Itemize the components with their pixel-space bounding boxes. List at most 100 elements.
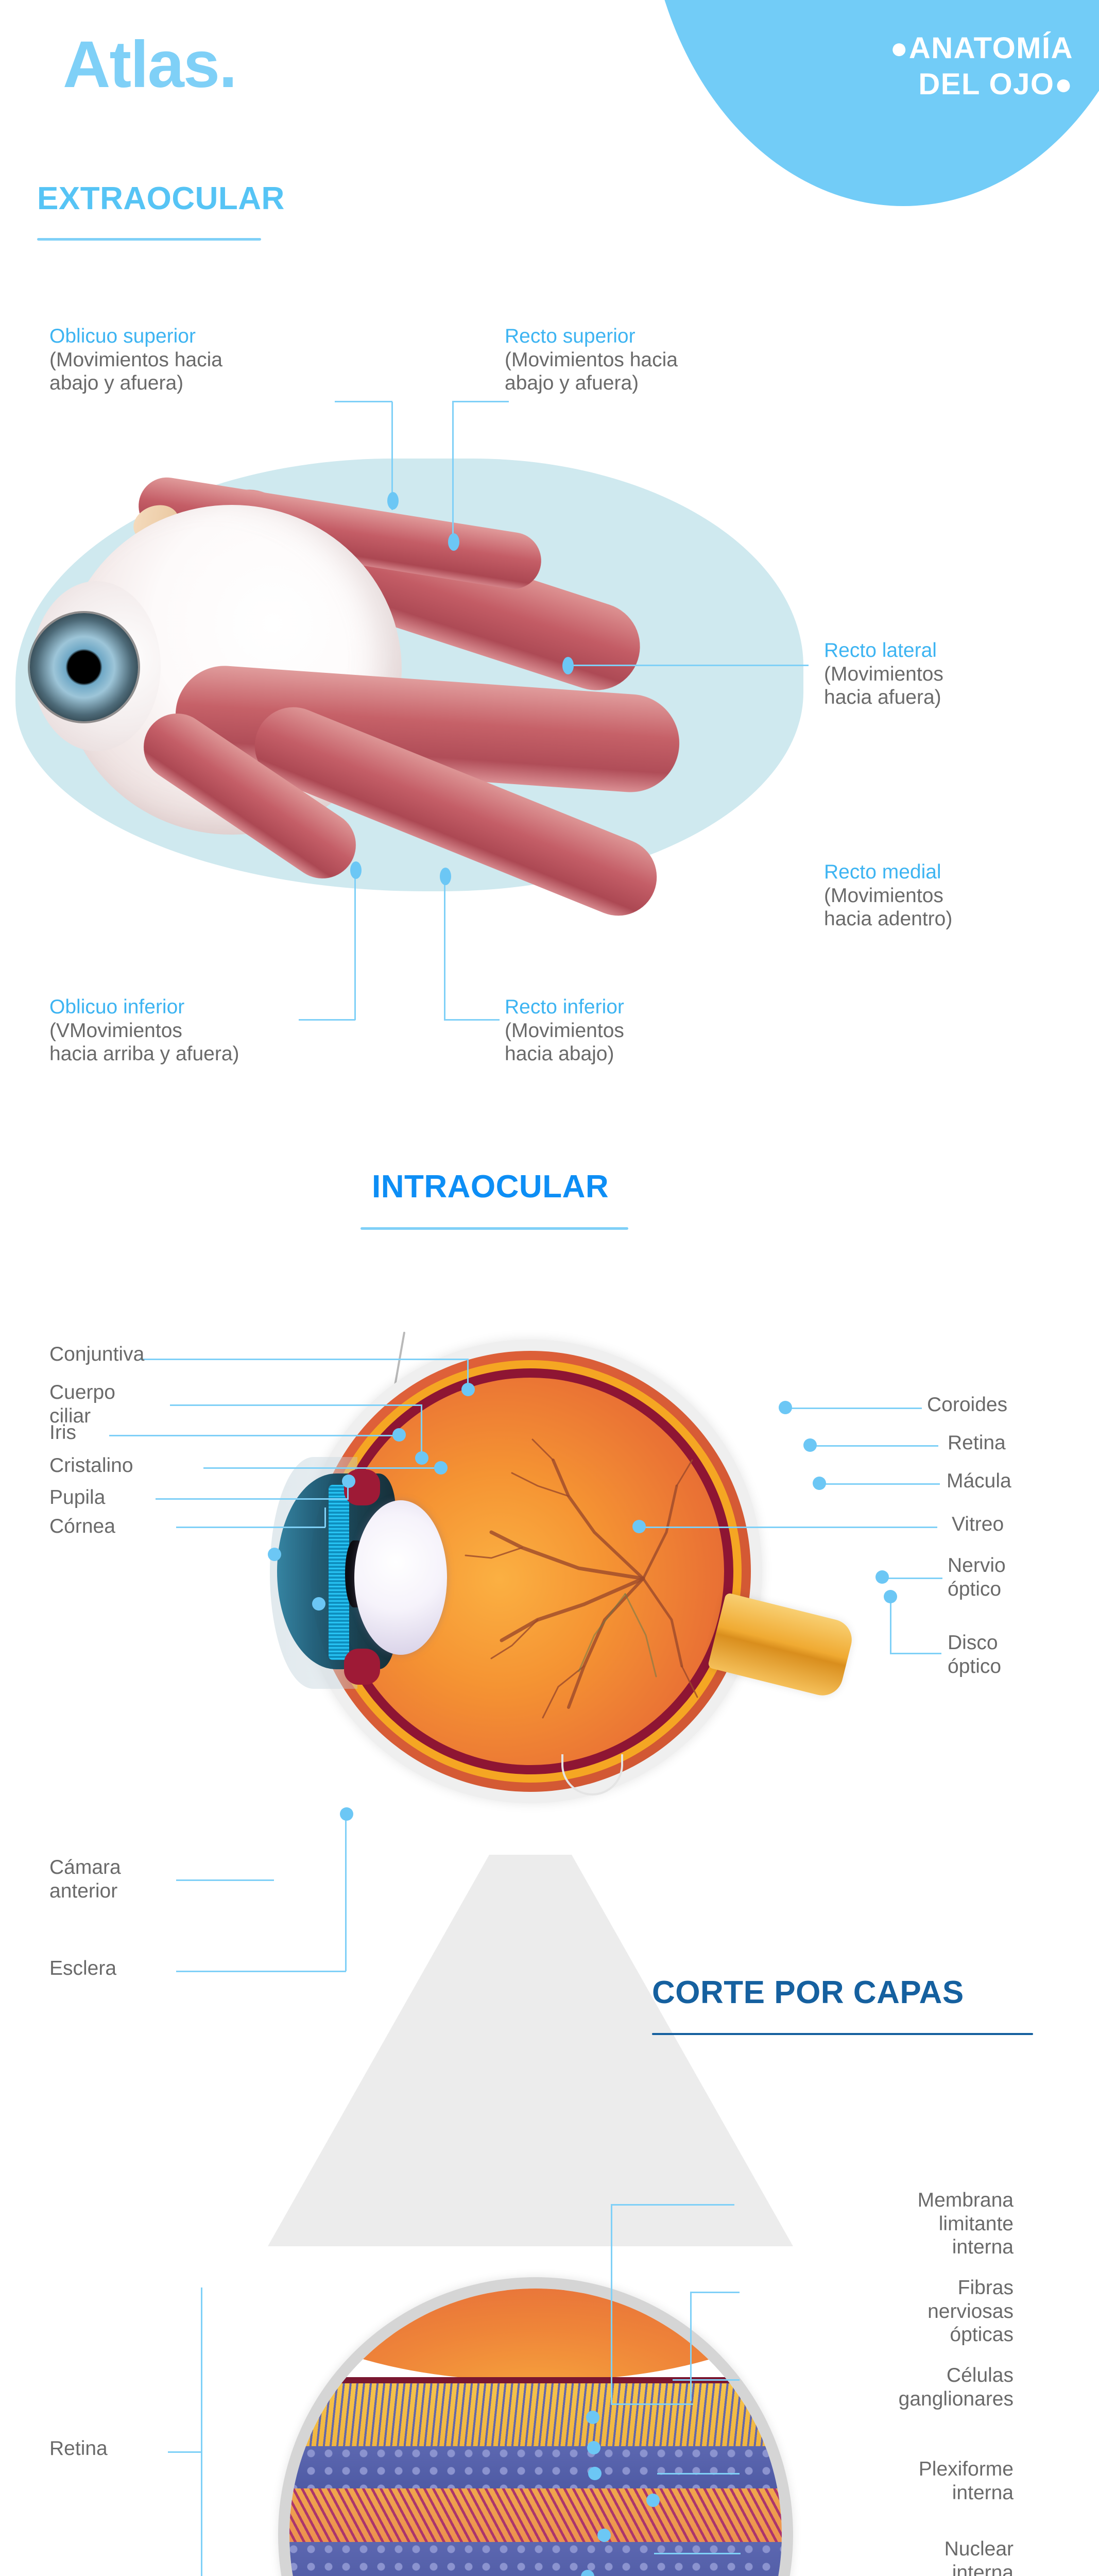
layers-clip [289,2289,782,2576]
marker-celulas-ganglionares [588,2467,602,2480]
leader-conjuntiva [139,1359,469,1360]
leader-camara-anterior [176,1879,274,1881]
leader-oblicuo-inferior-v [354,871,356,1020]
marker-nervio-optico [875,1570,889,1584]
label-nucint-l1: Nuclear [944,2538,1014,2560]
leader-cuerpo-ciliar-v [421,1404,422,1457]
label-vitreo: Vitreo [952,1513,1004,1536]
leader-vitreo [639,1527,937,1528]
label-recto-lateral-d2: hacia afuera) [824,686,941,709]
label-recto-inferior: Recto inferior (Movimientos hacia abajo) [505,995,772,1066]
marker-nuclear-interna [597,2529,611,2542]
label-retina-intra: Retina [948,1431,1006,1455]
label-celulas-l2: ganglionares [898,2387,1014,2410]
section-rule-intraocular [360,1227,628,1230]
label-recto-medial-d2: hacia adentro) [824,908,953,930]
marker-pupila [342,1475,355,1488]
marker-cornea [268,1548,281,1561]
label-cristalino: Cristalino [49,1454,133,1478]
label-recto-lateral-name: Recto lateral [824,639,937,662]
label-nucint-l2: interna [952,2561,1014,2576]
label-esclera: Esclera [49,1957,116,1980]
marker-oblicuo-superior [387,492,399,510]
leader-nervio-optico [886,1578,942,1579]
leader-mli-v [611,2204,612,2405]
label-plexiforme-interna: Plexiforme interna [746,2458,1014,2504]
ciliary-body-inferior [344,1649,380,1685]
label-oblicuo-inferior-d2: hacia arriba y afuera) [49,1043,239,1065]
leader-oblicuo-inferior-h [299,1019,355,1021]
leader-pupila [156,1498,349,1500]
leader-esclera-v [345,1819,347,1971]
label-nervio-optico: Nervio óptico [948,1554,1006,1601]
retinal-vessels [465,1438,698,1719]
layer-inner-nuclear [289,2542,782,2576]
marker-plexiforme-externa [581,2570,594,2576]
label-recto-lateral: Recto lateral (Movimientos hacia afuera) [824,639,1081,709]
label-cuerpo-ciliar-l1: Cuerpo [49,1381,115,1403]
label-recto-medial: Recto medial (Movimientos hacia adentro) [824,860,1081,931]
label-oblicuo-superior-d2: abajo y afuera) [49,372,184,395]
page-title: Atlas. [63,28,237,101]
label-coroides-intra-text: Coroides [927,1394,1008,1416]
label-coroides-intra: Coroides [927,1393,1007,1417]
leader-nuclear-interna [654,2553,741,2554]
label-fibras-l1: Fibras [957,2277,1014,2299]
label-mli-l1: Membrana [917,2189,1014,2211]
leader-mli-h2 [611,2403,693,2405]
layer-inner-plexiform [289,2488,782,2544]
label-iris: Iris [49,1421,76,1445]
marker-recto-superior [448,533,459,551]
label-esclera-text: Esclera [49,1957,117,1979]
leader-cornea-v [324,1507,326,1527]
leader-recto-inferior-v [444,876,445,1019]
label-recto-superior-d1: (Movimientos hacia [505,348,678,371]
layer-ganglion-cells [289,2446,782,2490]
leader-iris [109,1435,398,1436]
label-retina-intra-text: Retina [948,1432,1006,1454]
zoom-funnel [268,1855,793,2246]
leader-macula [819,1483,940,1485]
label-recto-superior-name: Recto superior [505,325,636,347]
leader-recto-lateral [566,665,809,666]
leader-fibras-v [690,2292,692,2401]
label-recto-superior-d2: abajo y afuera) [505,372,639,395]
label-retina-layers-text: Retina [49,2437,108,2460]
label-oblicuo-inferior: Oblicuo inferior (VMovimientos hacia arr… [49,995,317,1066]
leader-conjuntiva-v [467,1359,469,1389]
leader-retina-layers-v [201,2287,202,2576]
label-camara-anterior-l2: anterior [49,1879,118,1902]
marker-oblicuo-inferior [350,861,362,879]
label-mli-l3: interna [952,2236,1014,2259]
header-badge-line1: ●ANATOMÍA [890,31,1073,65]
label-cristalino-text: Cristalino [49,1454,133,1477]
label-iris-text: Iris [49,1421,76,1444]
label-recto-medial-name: Recto medial [824,861,941,883]
leader-esclera [176,1971,346,1972]
leader-cornea [176,1527,325,1528]
marker-fibras [587,2441,600,2454]
label-conjuntiva-text: Conjuntiva [49,1343,145,1365]
section-rule-extraocular [37,238,261,241]
marker-retina [803,1438,817,1452]
leader-recto-superior-v [452,401,454,550]
label-oblicuo-superior: Oblicuo superior (Movimientos hacia abaj… [49,325,328,395]
marker-cuerpo-ciliar [415,1451,428,1465]
label-pupila-text: Pupila [49,1486,106,1509]
leader-cuerpo-ciliar [170,1404,422,1406]
label-recto-superior: Recto superior (Movimientos hacia abajo … [505,325,783,395]
section-rule-capas [652,2033,1033,2035]
label-macula-text: Mácula [947,1470,1011,1492]
label-membrana-limitante-interna: Membrana limitante interna [746,2189,1014,2259]
leader-coroides [785,1408,922,1409]
marker-iris [392,1428,406,1442]
label-plexint-l2: interna [952,2481,1014,2504]
header-badge-text: ●ANATOMÍA DEL OJO● [785,30,1073,104]
marker-esclera [340,1807,353,1821]
label-nervio-optico-l1: Nervio [948,1554,1006,1577]
leader-mli-h [611,2204,734,2206]
label-nuclear-interna: Nuclear interna [746,2537,1014,2576]
leader-cristalino [203,1467,440,1469]
marker-plexiforme-interna [646,2494,660,2507]
label-camara-anterior: Cámara anterior [49,1856,121,1903]
